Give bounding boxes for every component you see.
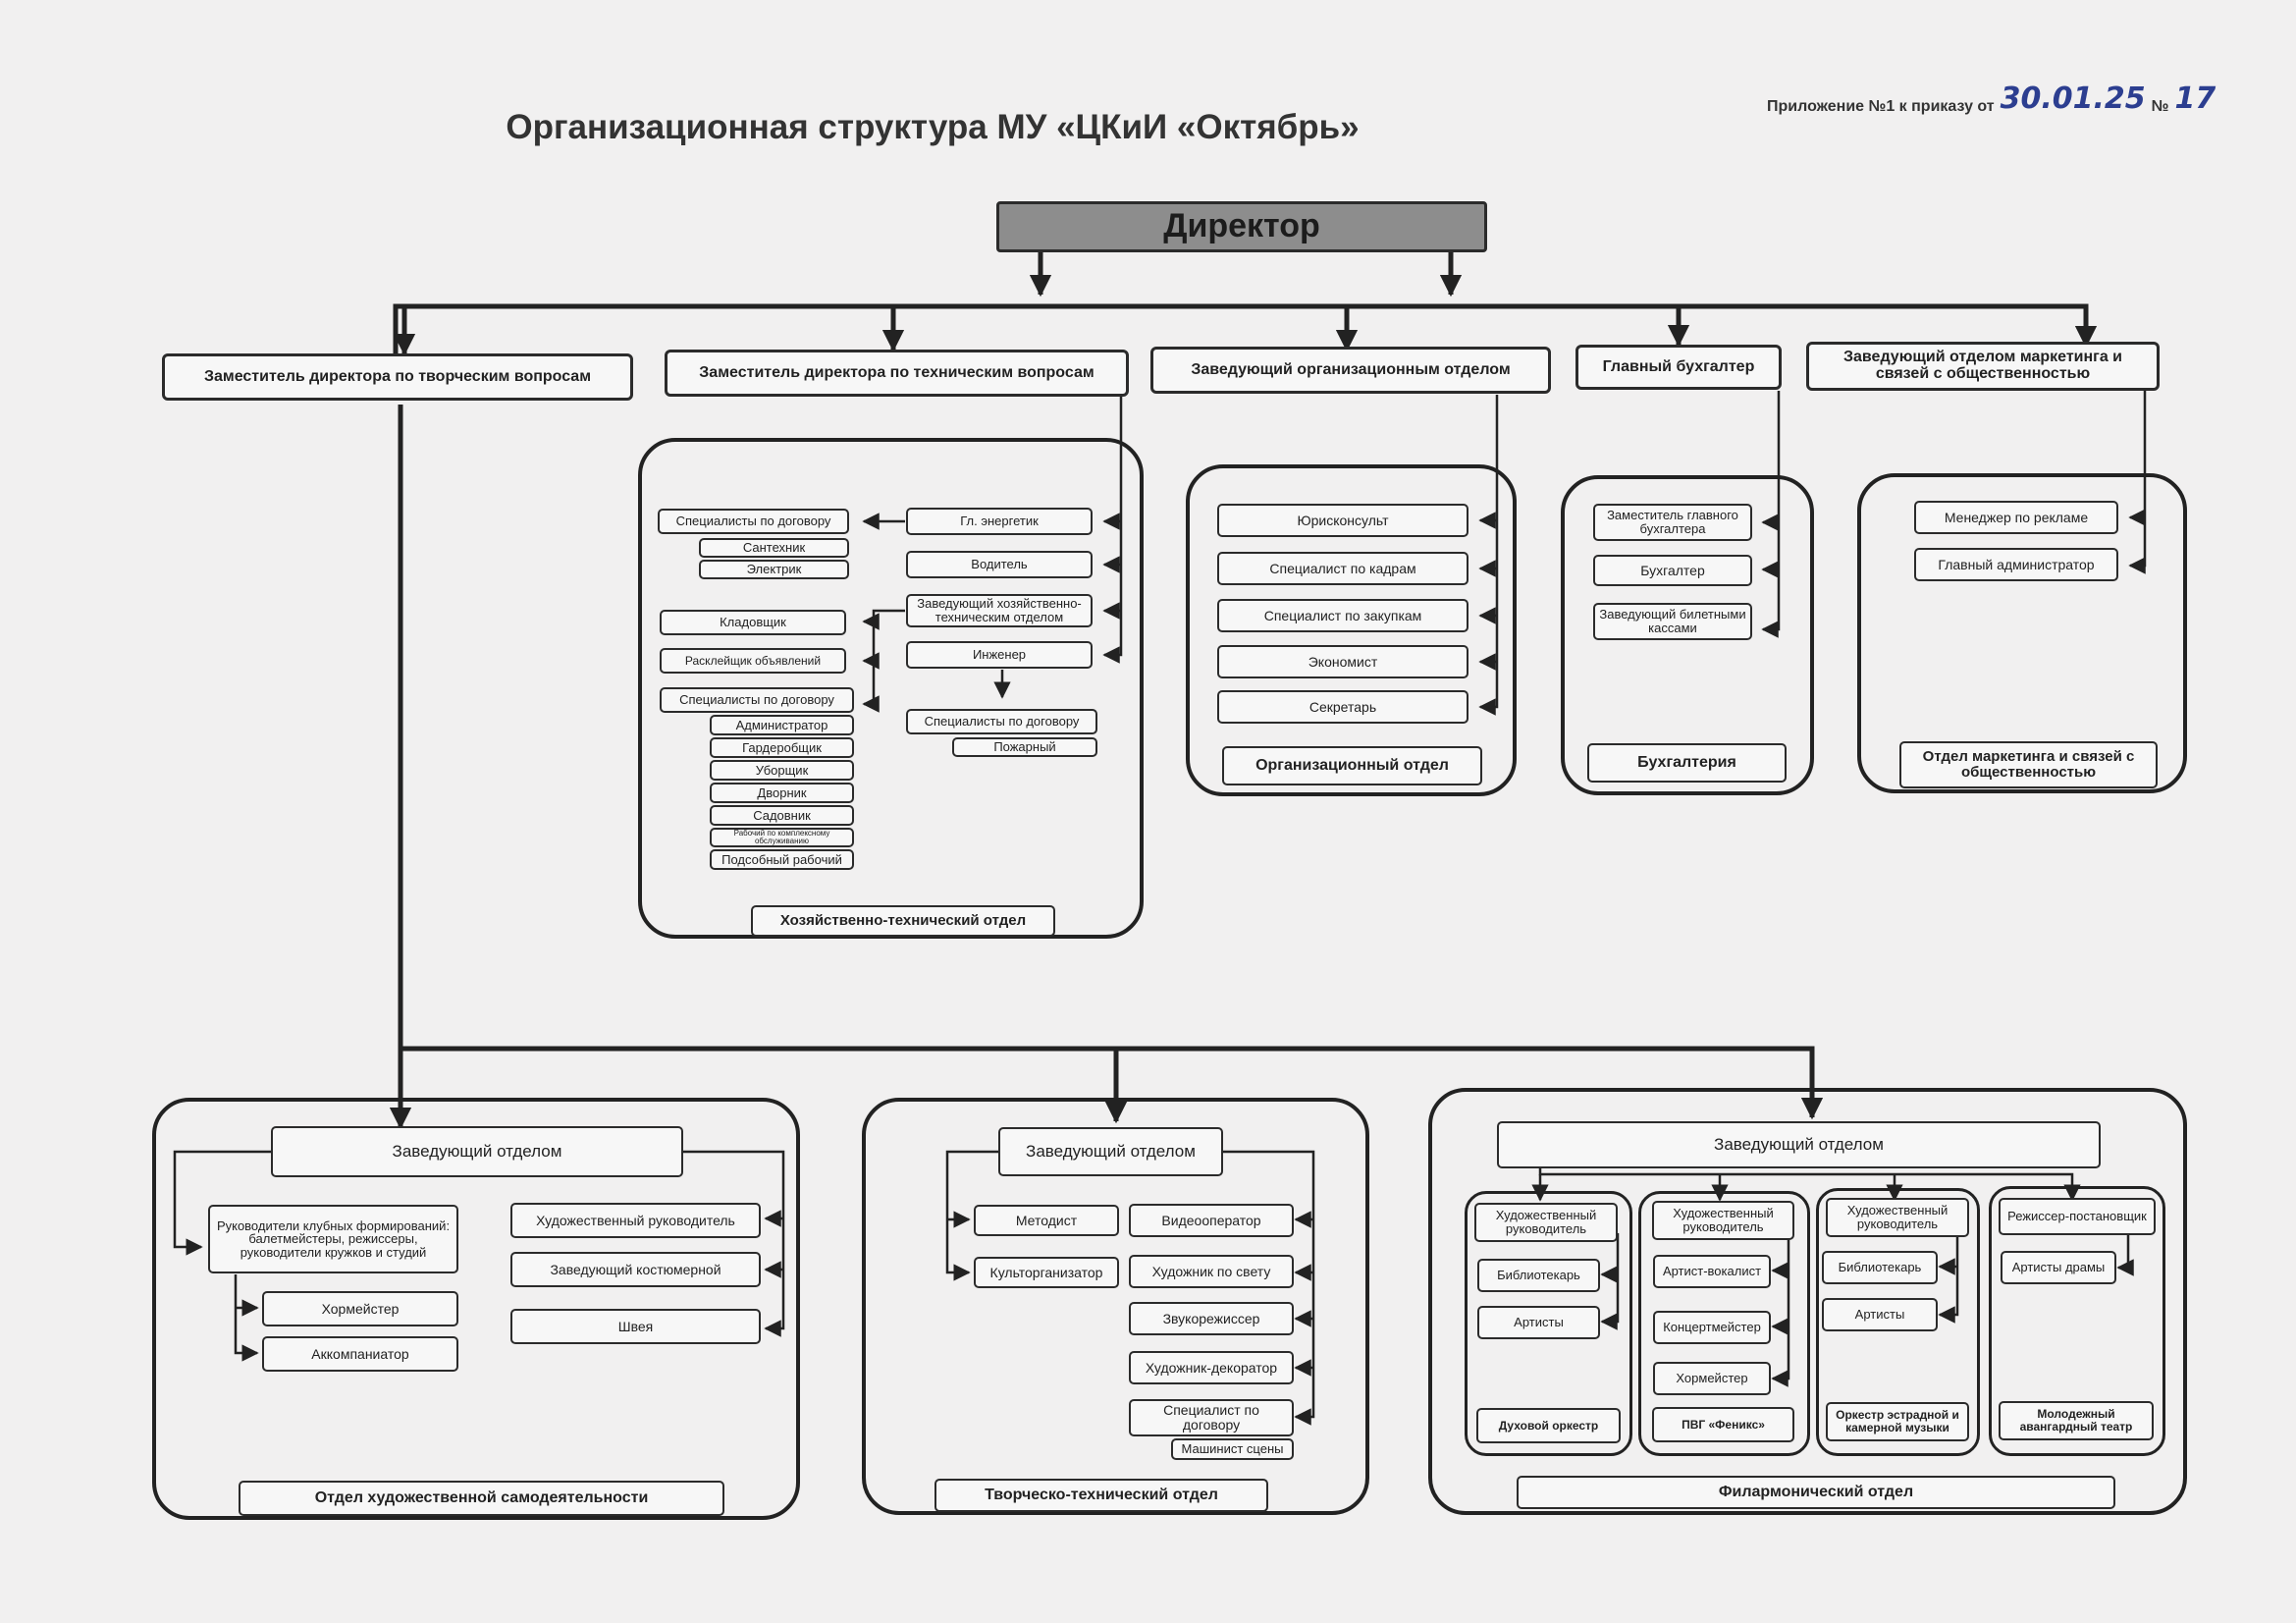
brass-frame [1465,1191,1632,1456]
acc-deputy[interactable]: Заместитель главного бухгалтера [1593,504,1752,541]
phil-department-label: Филармонический отдел [1517,1476,2115,1509]
tto-head[interactable]: Заведующий отделом [998,1127,1223,1176]
estrada-artists[interactable]: Артисты [1822,1298,1938,1331]
org-department-frame [1186,464,1517,796]
hto-staff-cloakroom[interactable]: Гардеробщик [710,737,854,758]
brass-label: Духовой оркестр [1476,1408,1621,1443]
tto-organizer[interactable]: Культорганизатор [974,1257,1119,1288]
hto-poster[interactable]: Расклейщик объявлений [660,648,846,674]
hto-staff-cleaner[interactable]: Уборщик [710,760,854,781]
acc-department-frame [1561,475,1814,795]
tto-machinist[interactable]: Машинист сцены [1171,1438,1294,1460]
hto-staff-admin[interactable]: Администратор [710,715,854,735]
ohs-department-label: Отдел художественной самодеятельности [239,1481,724,1516]
brass-art-director[interactable]: Художественный руководитель [1474,1203,1618,1242]
hto-electrician[interactable]: Электрик [699,560,849,579]
ohs-club-leaders[interactable]: Руководители клубных формирований: балет… [208,1205,458,1273]
hto-spec-2[interactable]: Специалисты по договору [906,709,1097,734]
tto-methodist[interactable]: Методист [974,1205,1119,1236]
creative-deputy-box[interactable]: Заместитель директора по творческим вопр… [162,353,633,401]
fenix-frame [1638,1191,1810,1456]
ohs-head[interactable]: Заведующий отделом [271,1126,683,1177]
ohs-choreographer[interactable]: Хормейстер [262,1291,458,1326]
annex-number: 17 [2174,81,2216,116]
ohs-department-frame [152,1098,800,1520]
page-title: Организационная структура МУ «ЦКиИ «Октя… [506,108,1360,146]
hto-head[interactable]: Заведующий хозяйственно-техническим отде… [906,594,1093,627]
hto-driver[interactable]: Водитель [906,551,1093,578]
chief-accountant-box[interactable]: Главный бухгалтер [1575,345,1782,390]
phil-department-frame [1428,1088,2187,1515]
fenix-art-director[interactable]: Художественный руководитель [1652,1201,1794,1240]
theatre-label: Молодежный авангардный театр [1999,1401,2154,1440]
ohs-costume-head[interactable]: Заведующий костюмерной [510,1252,761,1287]
hto-plumber[interactable]: Сантехник [699,538,849,558]
ohs-art-director[interactable]: Художественный руководитель [510,1203,761,1238]
theatre-artists[interactable]: Артисты драмы [2001,1251,2116,1284]
estrada-frame [1816,1188,1980,1456]
estrada-art-director[interactable]: Художественный руководитель [1826,1198,1969,1237]
tto-decor[interactable]: Художник-декоратор [1129,1351,1294,1384]
fenix-label: ПВГ «Феникс» [1652,1407,1794,1442]
hto-staff-gardener[interactable]: Садовник [710,805,854,826]
hto-fire[interactable]: Пожарный [952,737,1097,757]
phil-head[interactable]: Заведующий отделом [1497,1121,2101,1168]
org-hr[interactable]: Специалист по кадрам [1217,552,1468,585]
brass-librarian[interactable]: Библиотекарь [1477,1259,1600,1292]
org-lawyer[interactable]: Юрисконсульт [1217,504,1468,537]
hto-staff-janitor[interactable]: Дворник [710,783,854,803]
mkt-department-frame [1857,473,2187,793]
org-secretary[interactable]: Секретарь [1217,690,1468,724]
fenix-choirmaster[interactable]: Хормейстер [1653,1362,1771,1395]
ohs-accompanist[interactable]: Аккомпаниатор [262,1336,458,1372]
acc-accountant[interactable]: Бухгалтер [1593,555,1752,586]
mkt-chief-admin[interactable]: Главный администратор [1914,548,2118,581]
mkt-department-label: Отдел маркетинга и связей с общественнос… [1899,741,2158,788]
director-box[interactable]: Директор [996,201,1487,252]
tto-spec[interactable]: Специалист по договору [1129,1399,1294,1436]
fenix-concertmaster[interactable]: Концертмейстер [1653,1311,1771,1344]
hto-department-frame [638,438,1144,939]
fenix-vocalist[interactable]: Артист-вокалист [1653,1255,1771,1288]
tto-department-frame [862,1098,1369,1515]
estrada-librarian[interactable]: Библиотекарь [1822,1251,1938,1284]
org-department-label: Организационный отдел [1222,746,1482,785]
annex-date: 30.01.25 [2000,81,2146,116]
tech-deputy-box[interactable]: Заместитель директора по техническим воп… [665,350,1129,397]
hto-spec-1[interactable]: Специалисты по договору [658,509,849,534]
acc-department-label: Бухгалтерия [1587,743,1787,783]
annex-prefix: Приложение №1 к приказу от [1767,98,1995,115]
tto-video[interactable]: Видеооператор [1129,1204,1294,1237]
marketing-head-box[interactable]: Заведующий отделом маркетинга и связей с… [1806,342,2160,391]
hto-staff-helper[interactable]: Подсобный рабочий [710,849,854,870]
hto-staff-worker[interactable]: Рабочий по комплексному обслуживанию [710,828,854,847]
hto-spec-3[interactable]: Специалисты по договору [660,687,854,713]
theatre-frame [1989,1186,2165,1456]
hto-energetic[interactable]: Гл. энергетик [906,508,1093,535]
theatre-director[interactable]: Режиссер-постановщик [1999,1198,2156,1235]
ohs-seamstress[interactable]: Швея [510,1309,761,1344]
annex-no-label: № [2151,98,2169,115]
annex-note: Приложение №1 к приказу от 30.01.25 № 17 [1767,77,2277,116]
org-procurement[interactable]: Специалист по закупкам [1217,599,1468,632]
hto-engineer[interactable]: Инженер [906,641,1093,669]
tto-light[interactable]: Художник по свету [1129,1255,1294,1288]
tto-sound[interactable]: Звукорежиссер [1129,1302,1294,1335]
hto-storekeeper[interactable]: Кладовщик [660,610,846,635]
hto-department-label: Хозяйственно-технический отдел [751,905,1055,937]
org-economist[interactable]: Экономист [1217,645,1468,678]
org-head-box[interactable]: Заведующий организационным отделом [1150,347,1551,394]
estrada-label: Оркестр эстрадной и камерной музыки [1826,1402,1969,1441]
acc-ticket-head[interactable]: Заведующий билетными кассами [1593,603,1752,640]
brass-artists[interactable]: Артисты [1477,1306,1600,1339]
mkt-ad-manager[interactable]: Менеджер по рекламе [1914,501,2118,534]
tto-department-label: Творческо-технический отдел [934,1479,1268,1512]
